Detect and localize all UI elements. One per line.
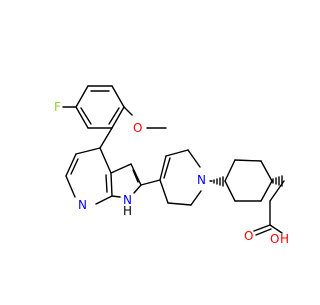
piperidine-nitrogen-label: N	[197, 173, 206, 187]
pyridine-nitrogen-label: N	[78, 198, 87, 212]
aryl-ring	[75, 85, 125, 129]
acetic-acid-group: O O H	[244, 180, 289, 246]
tetrahydropyridine-ring: N	[159, 149, 206, 206]
pyrrole-nitrogen-label: N	[123, 193, 132, 207]
cyclohexane-ring	[224, 159, 273, 202]
pyridine-ring: N	[65, 147, 113, 212]
molecule-structure: F O N N H N	[54, 85, 289, 246]
pyrrole-ring: N H	[110, 163, 142, 218]
molecule-canvas: F O N N H N	[54, 85, 289, 246]
aryl-azaindole-bond	[99, 127, 113, 149]
fluoro-group: F	[54, 100, 77, 114]
fluorine-label: F	[54, 100, 61, 114]
azaindole-tetrahydropyridine-bond	[140, 179, 161, 186]
methoxy-group: O	[123, 106, 167, 135]
stereo-bond-n-cyclohexyl	[209, 176, 224, 187]
hydroxyl-oxygen-label: O	[270, 232, 279, 246]
pyrrole-hydrogen-label: H	[123, 204, 132, 218]
hydroxyl-hydrogen-label: H	[280, 232, 289, 246]
carbonyl-oxygen-label: O	[244, 229, 253, 243]
stereo-bond-cyclohexyl-ch2	[272, 175, 283, 187]
methoxy-oxygen-label: O	[133, 121, 142, 135]
